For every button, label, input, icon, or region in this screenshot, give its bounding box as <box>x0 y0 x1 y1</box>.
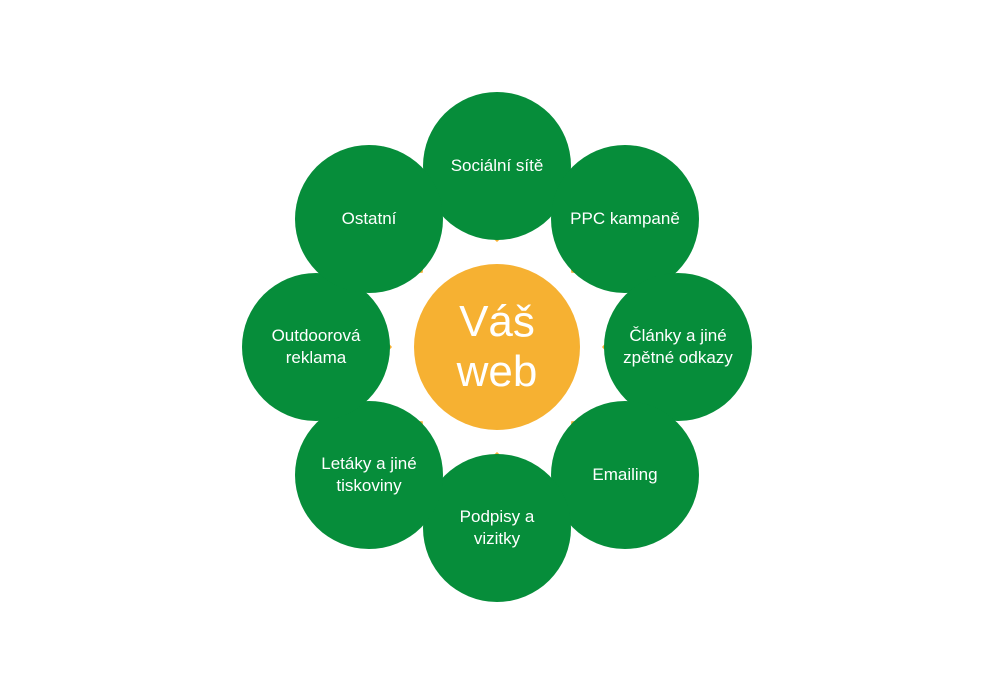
source-label: PPC kampaně <box>570 209 680 228</box>
source-circle-3: Emailing <box>550 400 699 549</box>
source-label: Ostatní <box>341 209 397 228</box>
source-label: Emailing <box>592 464 658 484</box>
source-label: Outdoorová reklama <box>271 326 361 367</box>
source-circle-1: PPC kampaně <box>550 145 699 293</box>
source-circle-5: Letáky a jiné tiskoviny <box>295 400 443 549</box>
source-label: Sociální sítě <box>450 156 544 175</box>
source-circle-6: Outdoorová reklama <box>242 273 390 421</box>
center-label: Váš web <box>456 297 538 396</box>
source-label: Podpisy a vizitky <box>459 507 535 548</box>
center-circle-your-web: Váš web <box>414 264 580 430</box>
source-circle-2: Články a jiné zpětné odkazy <box>604 273 752 421</box>
source-circle-7: Ostatní <box>295 145 443 293</box>
source-circle-4: Podpisy a vizitky <box>423 454 571 602</box>
source-label: Články a jiné zpětné odkazy <box>623 326 733 367</box>
source-label: Letáky a jiné tiskoviny <box>321 453 417 495</box>
source-circle-0: Sociální sítě <box>423 92 571 240</box>
